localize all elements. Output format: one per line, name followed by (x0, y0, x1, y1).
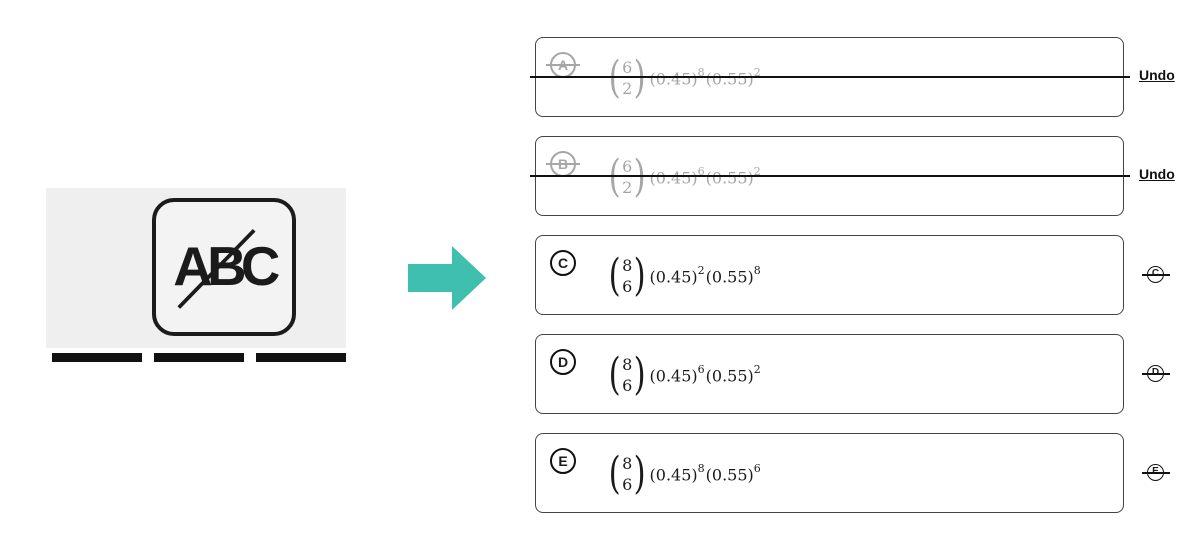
binomial-n: 8 (622, 454, 633, 473)
term-0-55: (0.55)2 (705, 164, 761, 188)
term-0-55: (0.55)2 (705, 362, 761, 386)
binomial-n: 8 (622, 256, 633, 275)
choice-letter: C (550, 250, 576, 276)
term-0-45: (0.45)6 (649, 164, 705, 188)
letter-strikethrough (546, 163, 580, 165)
right-arrow-icon (408, 246, 486, 310)
choice-expression: (62)(0.45)6(0.55)2 (606, 147, 761, 207)
choice-letter: A (546, 52, 580, 78)
abc-strikethrough-icon: ABC (173, 228, 285, 309)
binomial-k: 6 (622, 277, 633, 296)
strikethrough-line (530, 76, 1130, 78)
choice-letter: D (550, 349, 576, 375)
binomial-k: 6 (622, 475, 633, 494)
choice-letter: E (550, 448, 576, 474)
binomial-coefficient: (62) (606, 155, 649, 199)
eliminate-choice-d-button[interactable]: D (1142, 362, 1170, 386)
underline-bar (256, 353, 346, 362)
term-0-45: (0.45)2 (649, 263, 705, 287)
strikethrough-mark (1142, 373, 1170, 375)
choice-expression: (62)(0.45)8(0.55)2 (606, 48, 761, 108)
term-0-55: (0.55)8 (705, 263, 761, 287)
tool-panel: ABC (46, 188, 346, 348)
binomial-n: 6 (622, 157, 633, 176)
term-0-45: (0.45)8 (649, 65, 705, 89)
abc-icon-text: ABC (173, 236, 279, 297)
term-0-55: (0.55)2 (705, 65, 761, 89)
term-0-55: (0.55)6 (705, 461, 761, 485)
choice-letter: B (546, 151, 580, 177)
strikethrough-mark (1142, 472, 1170, 474)
term-0-45: (0.45)6 (649, 362, 705, 386)
underline-bar (52, 353, 142, 362)
undo-link[interactable]: Undo (1139, 166, 1175, 182)
strikethrough-line (530, 175, 1130, 177)
binomial-k: 2 (622, 178, 633, 197)
eliminate-answer-tool-button[interactable]: ABC (152, 198, 296, 336)
underline-bar (154, 353, 244, 362)
strikethrough-mark (1142, 274, 1170, 276)
term-0-45: (0.45)8 (649, 461, 705, 485)
binomial-coefficient: (62) (606, 56, 649, 100)
letter-strikethrough (546, 64, 580, 66)
binomial-k: 2 (622, 79, 633, 98)
eliminate-choice-e-button[interactable]: E (1142, 461, 1170, 485)
binomial-n: 8 (622, 355, 633, 374)
binomial-n: 6 (622, 58, 633, 77)
eliminate-choice-c-button[interactable]: C (1142, 263, 1170, 287)
undo-link[interactable]: Undo (1139, 67, 1175, 83)
binomial-k: 6 (622, 376, 633, 395)
